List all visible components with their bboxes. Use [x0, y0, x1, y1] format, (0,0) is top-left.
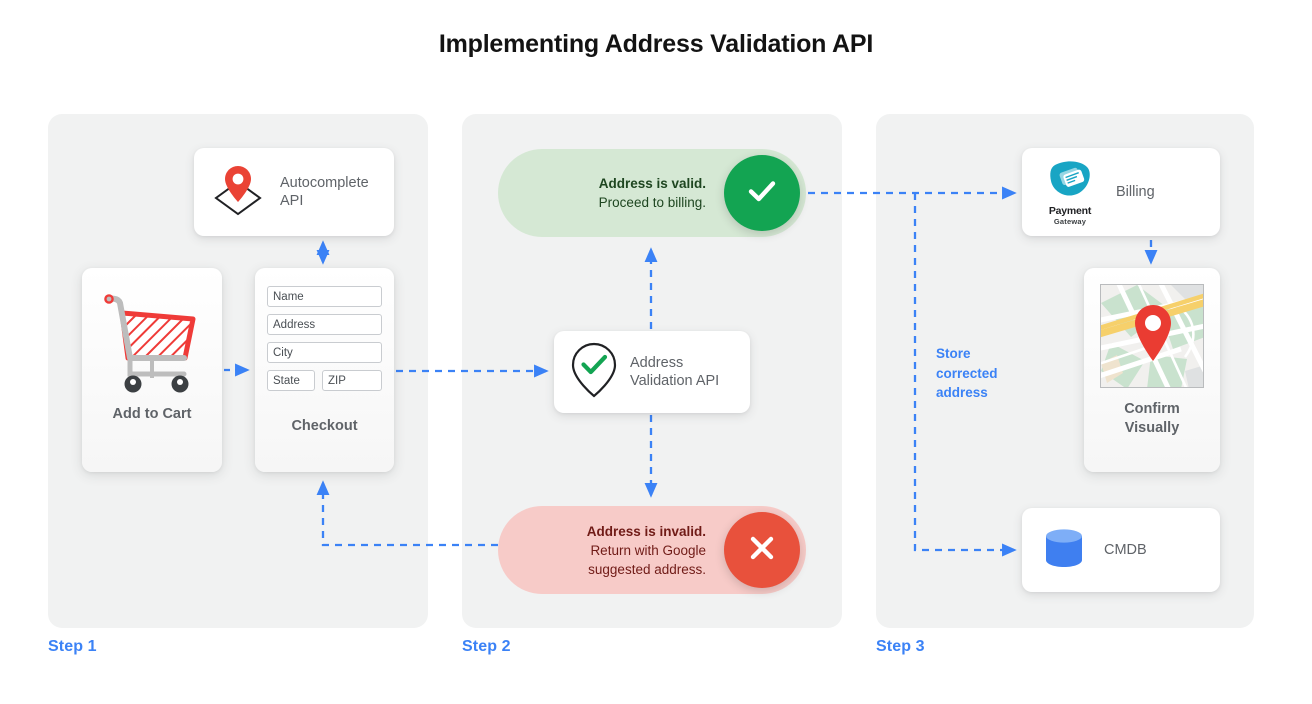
- check-badge: [724, 155, 800, 231]
- pin-check-icon: [568, 341, 620, 404]
- address-valid-pill: Address is valid. Proceed to billing.: [498, 149, 806, 237]
- address-field[interactable]: Address: [267, 314, 382, 335]
- address-invalid-pill: Address is invalid. Return with Google s…: [498, 506, 806, 594]
- zip-field[interactable]: ZIP: [322, 370, 382, 391]
- state-zip-row: State ZIP: [267, 370, 382, 391]
- shopping-cart-icon: [100, 286, 204, 401]
- address-valid-text: Address is valid. Proceed to billing.: [598, 176, 706, 210]
- state-field[interactable]: State: [267, 370, 315, 391]
- step-1-label: Step 1: [48, 638, 97, 655]
- step-3-label: Step 3: [876, 638, 925, 655]
- cmdb-label: CMDB: [1104, 542, 1147, 558]
- billing-card[interactable]: Payment Gateway Billing: [1022, 148, 1220, 236]
- payment-gateway-name: Payment: [1048, 204, 1092, 217]
- add-to-cart-card[interactable]: Add to Cart: [82, 268, 222, 472]
- map-pin-diamond-icon: [208, 162, 268, 223]
- address-invalid-text: Address is invalid. Return with Google s…: [586, 523, 706, 577]
- page-title: Implementing Address Validation API: [438, 30, 874, 58]
- store-corrected-address-note: Store corrected address: [936, 346, 998, 400]
- cmdb-card[interactable]: CMDB: [1022, 508, 1220, 592]
- payment-gateway-subname: Gateway: [1053, 216, 1087, 226]
- checkout-caption: Checkout: [291, 418, 358, 434]
- confirm-visually-caption: Confirm Visually: [1124, 401, 1180, 436]
- check-icon: [742, 171, 782, 216]
- close-x-icon: [742, 528, 782, 573]
- map-thumbnail-icon: [1100, 284, 1204, 388]
- database-cylinder-icon: [1040, 524, 1088, 577]
- billing-label: Billing: [1116, 184, 1155, 200]
- payment-gateway-icon: Payment Gateway: [1038, 159, 1102, 226]
- city-field[interactable]: City: [267, 342, 382, 363]
- name-field[interactable]: Name: [267, 286, 382, 307]
- checkout-card[interactable]: Name Address City State ZIP Checkout: [255, 268, 394, 472]
- error-badge: [724, 512, 800, 588]
- confirm-visually-card[interactable]: Confirm Visually: [1084, 268, 1220, 472]
- step-2-label: Step 2: [462, 638, 511, 655]
- add-to-cart-caption: Add to Cart: [112, 406, 192, 422]
